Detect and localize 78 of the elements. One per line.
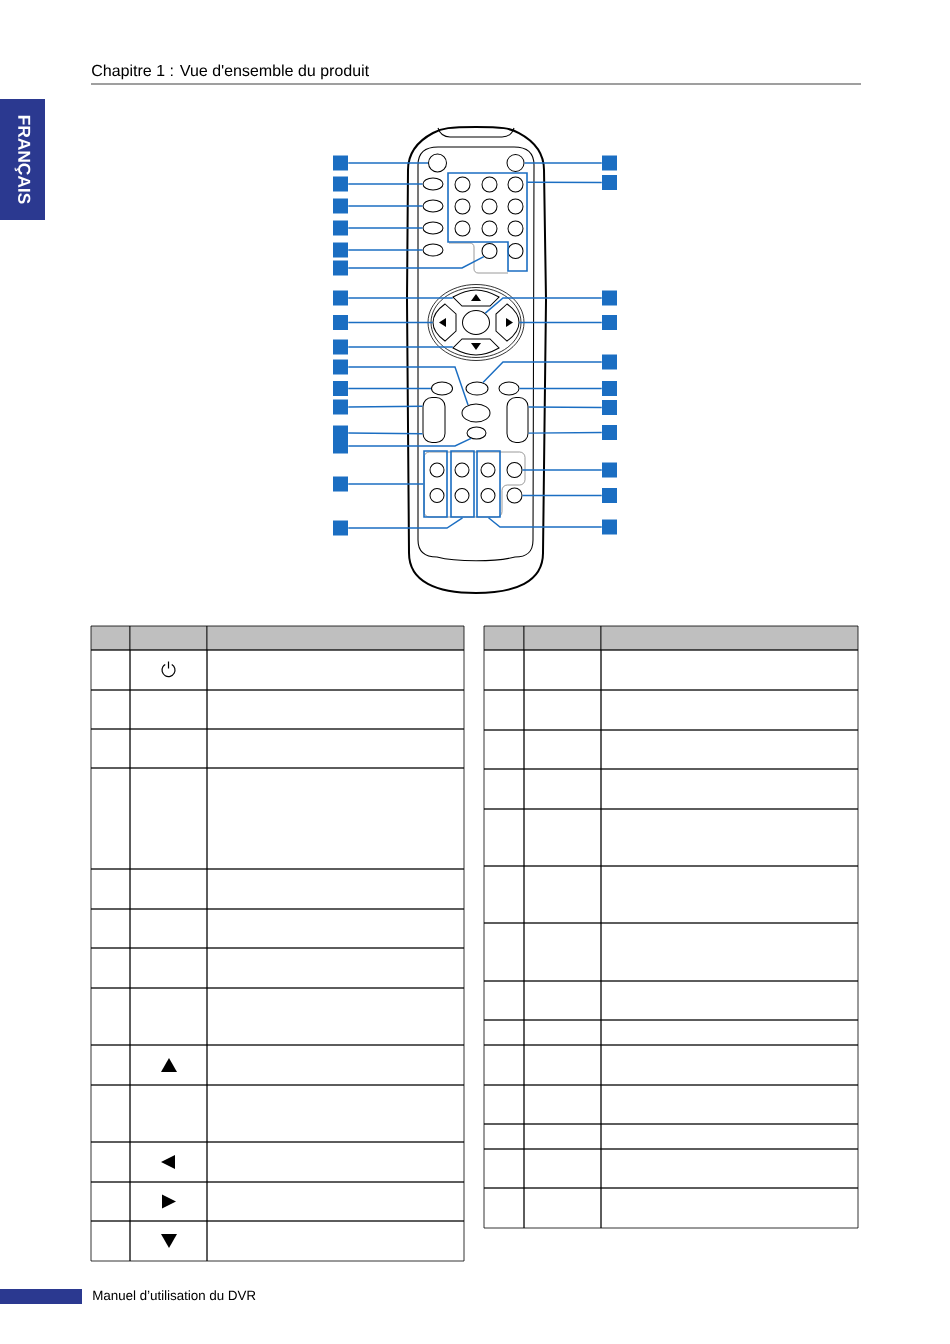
arrow-key [452,289,500,307]
callout-marker [333,155,348,171]
leader-line [347,162,429,164]
oval-button [422,221,444,235]
leader-line [347,183,424,185]
leader-line [347,483,424,485]
callout-marker [602,290,617,306]
leader-line [347,432,424,435]
round-button [481,243,498,259]
leader-line [523,162,603,164]
leader-line [521,494,603,497]
callout-marker [333,176,348,192]
callout-marker [602,354,617,370]
language-tab: FRANÇAIS [0,99,45,220]
callout-marker [333,315,348,330]
leader-line [484,297,603,314]
callout-marker [602,425,617,440]
footer-text: Manuel d’utilisation du DVR [93,1290,256,1301]
callout-marker [333,399,348,415]
round-button [506,462,523,478]
leader-line [347,297,454,299]
callout-marker [602,315,617,330]
round-button [428,153,447,173]
callout-marker [333,220,348,236]
oval-button [461,403,491,423]
callout-marker [602,155,617,171]
page-title: Chapitre 1 : Vue d'ensemble du produit [92,64,369,80]
highlight-frame [476,450,501,518]
oval-button [422,199,444,213]
oval-button [462,310,490,335]
callout-marker [333,339,348,355]
callout-marker [333,242,348,258]
leader-line [347,205,424,207]
leader-line [347,249,424,251]
leader-line [482,361,603,384]
callout-marker [602,519,617,535]
leader-line [347,321,434,324]
callout-marker [333,381,348,396]
callout-marker [602,462,617,478]
arrow-key [432,303,457,342]
leader-line [518,387,603,390]
callout-marker [333,290,348,306]
callout-marker [333,520,348,536]
callout-marker [602,400,617,415]
callout-marker [333,359,348,375]
round-button [506,154,525,172]
leader-line [347,387,432,390]
callout-marker [333,476,348,492]
leader-line [347,405,424,408]
arrow-key [495,303,520,342]
leader-line [527,431,603,434]
highlight-frame [450,450,475,518]
oval-button [466,426,487,440]
leader-line [527,406,603,409]
callout-marker [333,260,348,276]
leader-line [518,321,603,324]
callout-marker [602,175,617,190]
highlight-frame [447,172,528,272]
oval-button [431,381,453,396]
arrow-key [452,338,500,356]
leader-line [487,517,603,528]
leader-line [347,517,464,529]
leader-line [521,469,603,471]
callout-marker [602,381,617,396]
oval-button [465,381,489,396]
leader-line [347,255,485,269]
leader-line [347,437,472,447]
leader-line [347,366,469,406]
leader-line [526,181,603,184]
oval-button [422,243,444,257]
round-button [506,487,523,504]
callout-marker [333,198,348,214]
oval-button [422,177,444,191]
oval-button [498,381,520,396]
highlight-frame [423,450,448,518]
leader-line [347,346,454,348]
callout-marker [602,488,617,503]
leader-line [347,227,424,229]
